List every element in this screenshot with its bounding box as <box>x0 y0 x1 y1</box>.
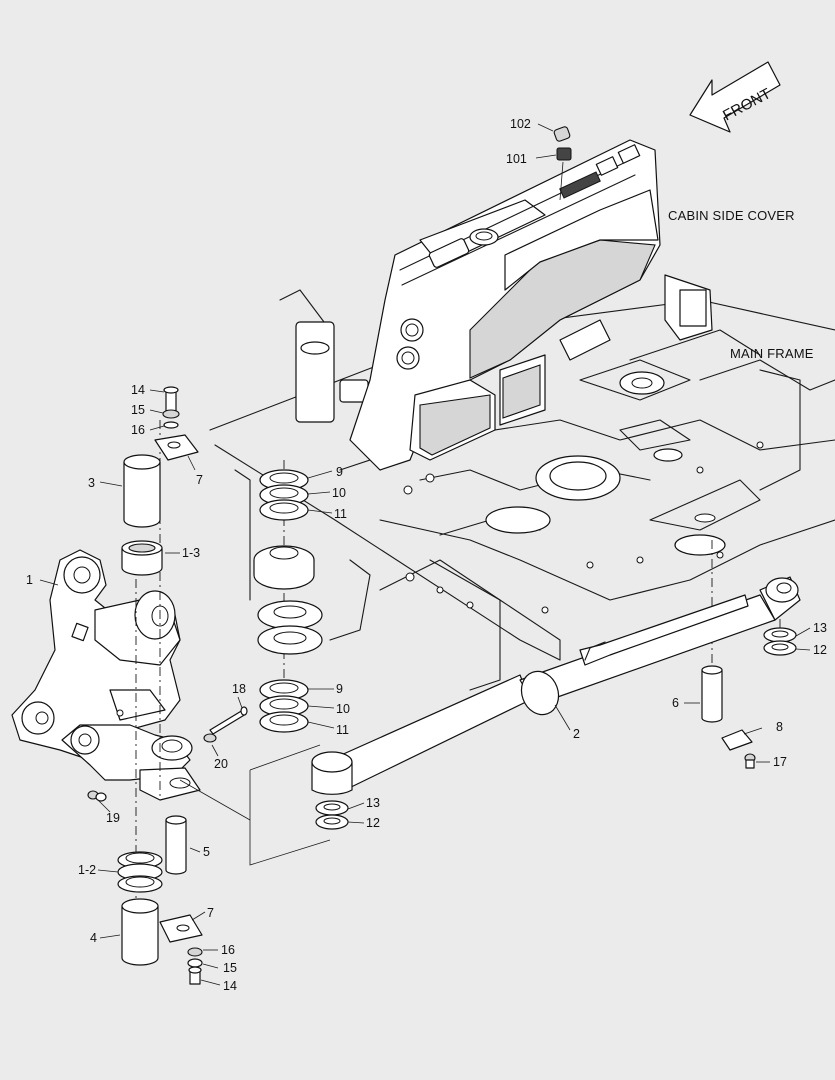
callout-17: 17 <box>773 755 787 769</box>
main-frame <box>209 289 835 691</box>
callout-12-lower: 12 <box>366 816 380 830</box>
main-frame-label: MAIN FRAME <box>730 346 814 361</box>
upper-shim-stack <box>253 469 323 655</box>
cylinder-pin-6 <box>701 665 723 723</box>
bolt-17 <box>744 753 756 769</box>
cabin-side-cover <box>349 139 713 471</box>
lower-shim-stack <box>259 679 309 733</box>
upper-pin-stack <box>121 386 199 576</box>
leader-lines <box>39 389 811 986</box>
swing-cylinder <box>311 576 801 830</box>
part-101-switch <box>535 147 572 201</box>
callout-14-upper: 14 <box>131 383 145 397</box>
callout-10-lower: 10 <box>336 702 350 716</box>
callout-13-lower: 13 <box>366 796 380 810</box>
callout-20: 20 <box>214 757 228 771</box>
callout-9-lower: 9 <box>336 682 343 696</box>
callout-labels: 102 101 14 15 16 7 3 1-3 1 9 10 11 9 10 … <box>26 117 827 993</box>
stopper-plate-8 <box>721 729 753 751</box>
bolt-18 <box>209 706 248 735</box>
swing-bracket <box>11 549 201 801</box>
callout-4: 4 <box>90 931 97 945</box>
callout-13-right: 13 <box>813 621 827 635</box>
callout-10-upper: 10 <box>332 486 346 500</box>
callout-8: 8 <box>776 720 783 734</box>
lower-pin-stack <box>87 790 203 985</box>
callout-1-3: 1-3 <box>182 546 200 560</box>
nut-20 <box>203 733 217 743</box>
cabin-side-cover-label: CABIN SIDE COVER <box>668 208 795 223</box>
callout-2: 2 <box>573 727 580 741</box>
front-direction-arrow: FRONT <box>689 61 781 133</box>
callout-18: 18 <box>232 682 246 696</box>
callout-11-lower: 11 <box>336 723 349 737</box>
callout-1: 1 <box>26 573 33 587</box>
part-102-cap <box>537 123 571 142</box>
callout-11-upper: 11 <box>334 507 347 521</box>
callout-6: 6 <box>672 696 679 710</box>
callout-16-upper: 16 <box>131 423 145 437</box>
callout-102: 102 <box>510 117 531 131</box>
callout-12-right: 12 <box>813 643 827 657</box>
callout-3: 3 <box>88 476 95 490</box>
callout-7-lower: 7 <box>207 906 214 920</box>
callout-101: 101 <box>506 152 527 166</box>
callout-15-lower: 15 <box>223 961 237 975</box>
callout-9-upper: 9 <box>336 465 343 479</box>
callout-5: 5 <box>203 845 210 859</box>
callout-15-upper: 15 <box>131 403 145 417</box>
callout-14-lower: 14 <box>223 979 237 993</box>
callout-7-upper: 7 <box>196 473 203 487</box>
callout-1-2: 1-2 <box>78 863 96 877</box>
callout-19: 19 <box>106 811 120 825</box>
callout-16-lower: 16 <box>221 943 235 957</box>
